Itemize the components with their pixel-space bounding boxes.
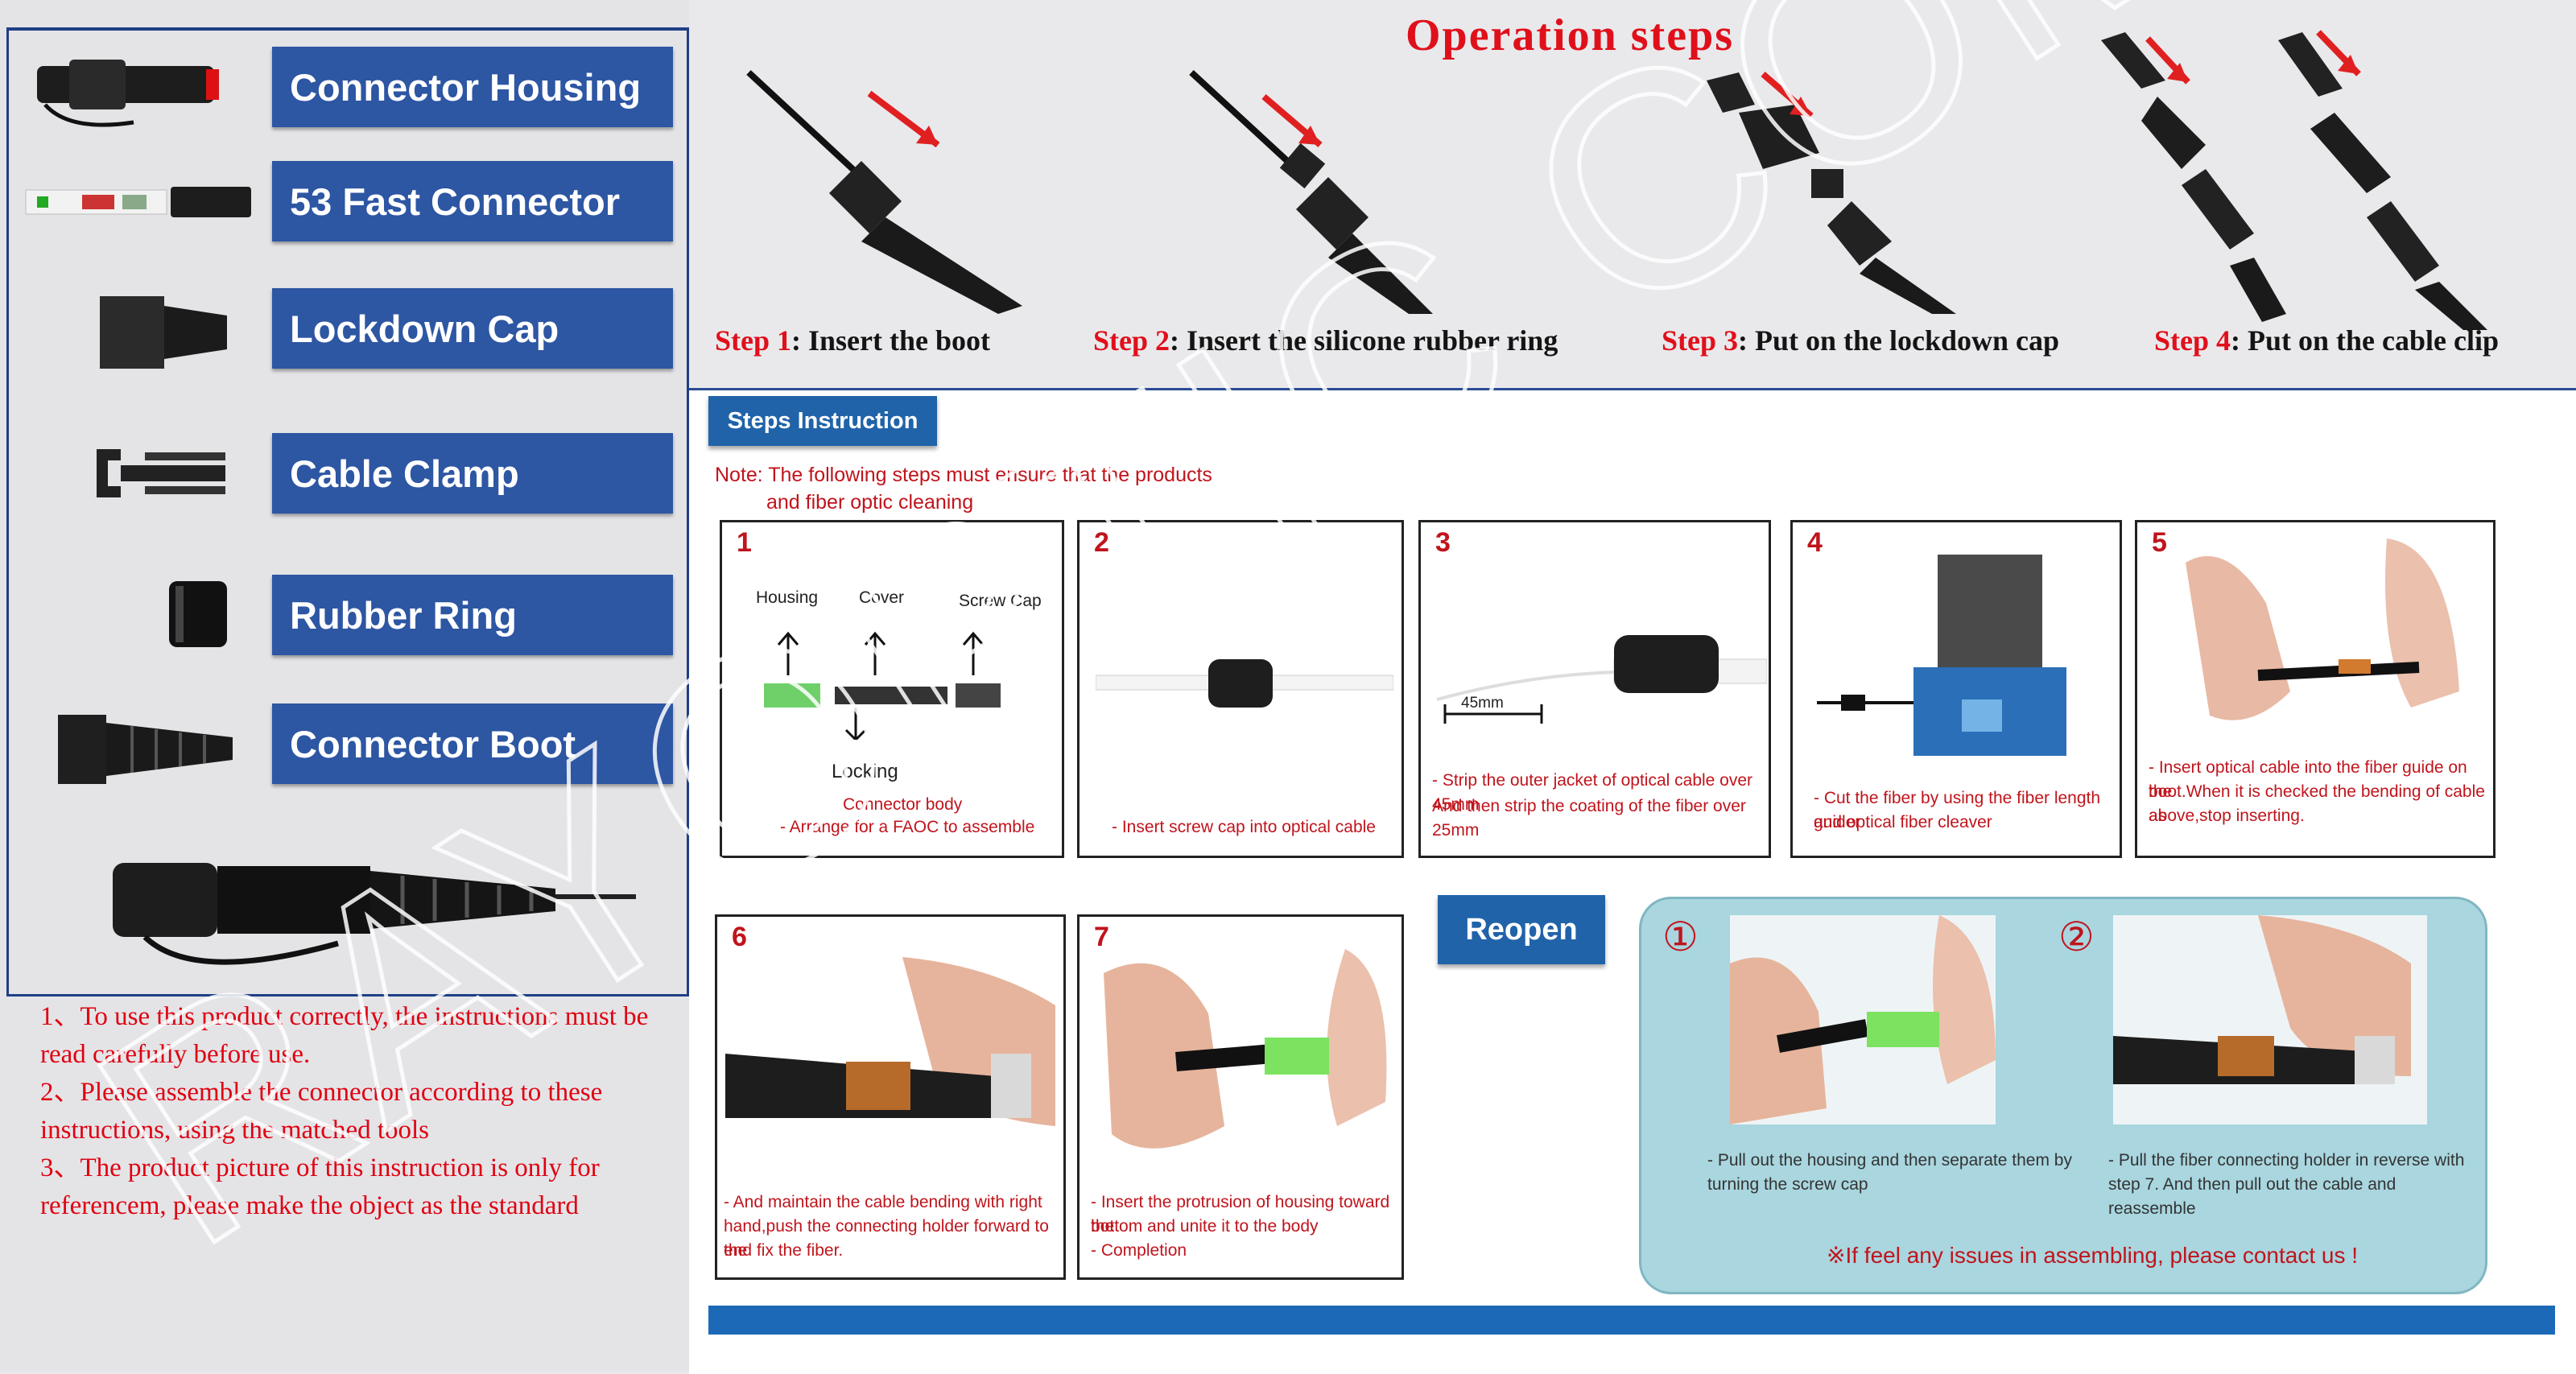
reopen-step-1-image [1730, 915, 1996, 1124]
operation-steps-area [689, 0, 2576, 388]
instruction-box-1: 1 Housing Cover Screw Cap Locking Connec… [720, 520, 1064, 858]
steps-instruction-header: Steps Instruction [708, 396, 937, 446]
box-3-caption-1: - Strip the outer jacket of optical cabl… [1432, 771, 1753, 814]
reopen-step-2-caption-1: - Pull the fiber connecting holder in re… [2108, 1151, 2465, 1170]
box-7-hand-image [1104, 949, 1387, 1149]
box-4-number: 4 [1807, 527, 1823, 558]
fiber-cleaver-image [1817, 555, 2066, 756]
box-2-number: 2 [1094, 527, 1109, 558]
part-label-rubber-ring: Rubber Ring [272, 575, 673, 655]
box-2-image [1096, 659, 1393, 708]
label-screw-cap: Screw Cap [959, 592, 1042, 610]
box-5-caption-1: - Insert optical cable into the fiber gu… [2149, 758, 2467, 801]
usage-notes: 1、To use this product correctly, the ins… [40, 998, 676, 1225]
box-6-caption-3: end fix the fiber. [724, 1241, 844, 1260]
label-connector-body: Connector body [843, 795, 963, 814]
step-3-image [1707, 71, 1956, 314]
box-5-hand-image [2186, 538, 2459, 720]
box-4-caption-2: and optical fiber cleaver [1814, 813, 1992, 831]
part-label-connector-housing: Connector Housing [272, 47, 673, 127]
box-7-number: 7 [1094, 922, 1109, 952]
box-1-caption: - Arrange for a FAOC to assemble [780, 818, 1035, 836]
note-2: 2、Please assemble the connector accordin… [40, 1078, 603, 1145]
box-3-number: 3 [1435, 527, 1451, 558]
box-7-caption-1: - Insert the protrusion of housing towar… [1091, 1193, 1390, 1236]
assembled-connector-image [97, 847, 644, 976]
step-4-caption: Step 4: Put on the cable clip [2154, 324, 2499, 357]
box-3-image [1436, 635, 1767, 724]
label-locking: Locking [832, 761, 898, 782]
box-6-caption-1: - And maintain the cable bending with ri… [724, 1193, 1042, 1211]
label-housing: Housing [756, 588, 819, 607]
instruction-box-6: 6 - And maintain the cable bending with … [715, 914, 1066, 1280]
label-cover: Cover [859, 588, 905, 607]
instruction-note-line-2: and fiber optic cleaning [766, 491, 974, 514]
box-5-number: 5 [2152, 527, 2167, 558]
step-3-caption: Step 3: Put on the lockdown cap [1662, 324, 2059, 357]
parts-frame [6, 27, 689, 996]
step-2-caption: Step 2: Insert the silicone rubber ring [1093, 324, 1558, 357]
box-1-number: 1 [737, 527, 752, 558]
step-2-text: : Insert the silicone rubber ring [1170, 324, 1558, 357]
box-6-hand-image [725, 957, 1055, 1126]
step-4-number: Step 4 [2154, 324, 2231, 357]
part-label-fast-connector: 53 Fast Connector [272, 161, 673, 241]
step-3-number: Step 3 [1662, 324, 1739, 357]
reopen-step-2-image [2113, 915, 2427, 1124]
box-7-caption-2: bottom and unite it to the body [1091, 1217, 1319, 1236]
box-2-caption: - Insert screw cap into optical cable [1112, 818, 1376, 836]
instruction-box-2: 2 - Insert screw cap into optical cable [1077, 520, 1404, 858]
reopen-step-1-mark: ① [1662, 914, 1699, 959]
connector-boot-icon [52, 704, 245, 794]
rubber-ring-icon [155, 573, 243, 654]
step-2-image [1189, 70, 1433, 314]
reopen-area: ① ② - Pull out the housing and then sepa… [1639, 897, 2487, 1294]
instruction-note-line-1: Note: The following steps must ensure th… [715, 464, 1212, 486]
step-4-text: : Put on the cable clip [2231, 324, 2499, 357]
box-1-parts-image [764, 631, 1001, 740]
bottom-bar [708, 1306, 2555, 1335]
box-4-caption-1: - Cut the fiber by using the fiber lengt… [1814, 789, 2101, 831]
instruction-box-5: 5 - Insert optical cable into the fiber … [2135, 520, 2496, 858]
reopen-step-1-caption-1: - Pull out the housing and then separate… [1707, 1151, 2072, 1170]
box-6-number: 6 [732, 922, 747, 952]
reopen-step-1-caption-2: turning the screw cap [1707, 1175, 1868, 1194]
step-2-number: Step 2 [1093, 324, 1170, 357]
step-1-text: : Insert the boot [791, 324, 990, 357]
part-label-connector-boot: Connector Boot [272, 704, 673, 784]
instruction-box-7: 7 - Insert the protrusion of housing tow… [1077, 914, 1404, 1280]
part-label-cable-clamp: Cable Clamp [272, 433, 673, 514]
note-3: 3、The product picture of this instructio… [40, 1153, 600, 1220]
operation-title: Operation steps [1406, 10, 1734, 60]
step-1-caption: Step 1: Insert the boot [715, 324, 990, 357]
box-3-measure: 45mm [1461, 695, 1504, 712]
box-5-caption-2: boot.When it is checked the bending of c… [2149, 782, 2485, 825]
parts-panel: Connector Housing 53 Fast Connector Lock… [0, 0, 689, 1372]
box-7-caption-3: - Completion [1091, 1241, 1187, 1260]
step-1-image [746, 70, 1022, 314]
step-4-image [2101, 30, 2487, 330]
instruction-box-3: 3 45mm - Strip the outer jacket of optic… [1418, 520, 1771, 858]
box-6-caption-2: hand,push the connecting holder forward … [724, 1217, 1049, 1260]
part-label-lockdown-cap: Lockdown Cap [272, 288, 673, 369]
reopen-header: Reopen [1438, 895, 1605, 964]
cable-clamp-icon [80, 433, 242, 514]
instruction-box-4: 4 - Cut the fiber by using the fiber len… [1790, 520, 2122, 858]
fast-connector-icon [18, 166, 259, 238]
step-1-number: Step 1 [715, 324, 792, 357]
reopen-step-2-mark: ② [2058, 914, 2095, 959]
box-3-caption-2: And then strip the coating of the fiber … [1432, 797, 1746, 840]
reopen-step-2-caption-2: step 7. And then pull out the cable and … [2108, 1175, 2396, 1218]
connector-housing-icon [21, 42, 246, 138]
box-5-caption-3: above,stop inserting. [2149, 807, 2305, 825]
note-1: 1、To use this product correctly, the ins… [40, 1002, 649, 1069]
contact-note: ※If feel any issues in assembling, pleas… [1827, 1243, 2359, 1268]
lockdown-cap-icon [90, 288, 243, 377]
step-3-text: : Put on the lockdown cap [1738, 324, 2060, 357]
